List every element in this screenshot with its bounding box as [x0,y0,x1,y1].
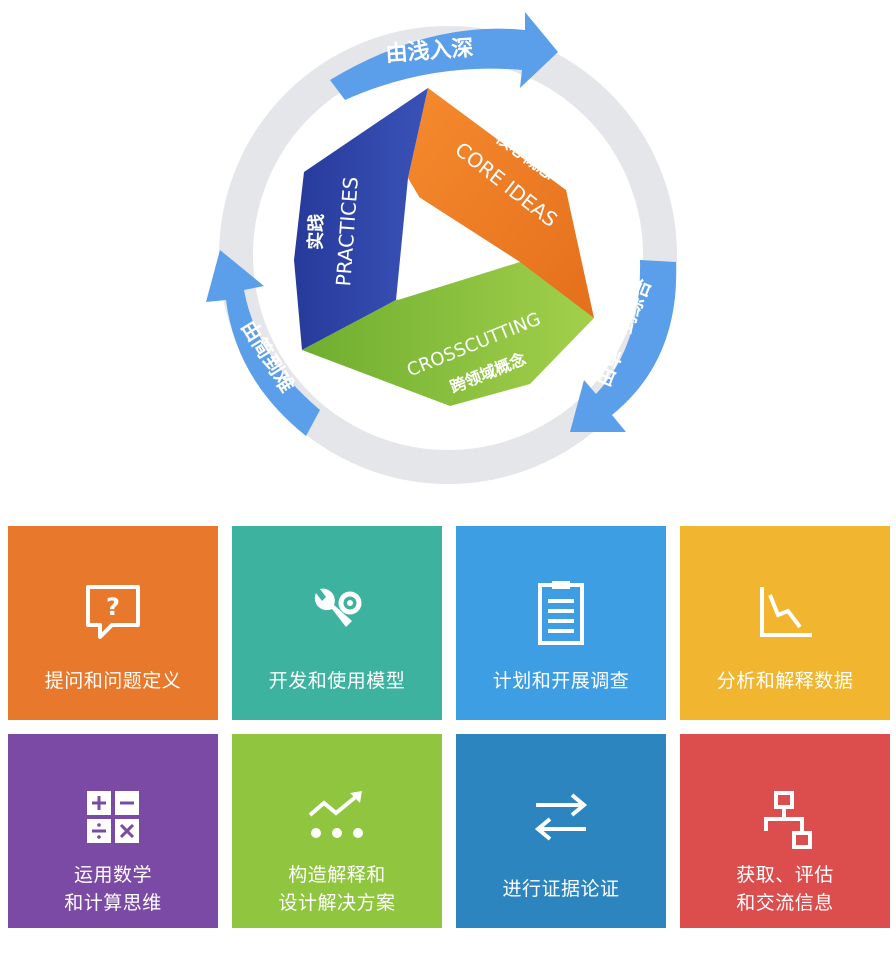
tile-label: 构造解释和 [288,864,386,886]
tile-communicating: 获取、评估 和交流信息 [680,734,890,928]
tile-explanations: 构造解释和 设计解决方案 [232,734,442,928]
core-ideas-band [408,88,594,318]
top-arrow-label: 由浅入深 [385,36,475,67]
tile-label: 和交流信息 [736,892,834,914]
tile-label: 设计解决方案 [278,892,396,914]
practices-grid: ? 提问和问题定义 开发和使用模型 计划和开展调查 [8,526,894,930]
tile-mathematics: 运用数学 和计算思维 [8,734,218,928]
clipboard-list-icon [456,581,666,651]
tile-label: 和计算思维 [64,892,162,914]
crosscutting-band [302,262,594,406]
practices-cn: 实践 [304,213,327,250]
question-bubble-icon: ? [8,581,218,651]
exchange-arrows-icon [456,789,666,859]
trend-dots-icon [232,789,442,859]
tile-planning-investigations: 计划和开展调查 [456,526,666,720]
tile-asking-questions: ? 提问和问题定义 [8,526,218,720]
practices-band [294,88,428,350]
tile-label: 提问和问题定义 [44,670,182,692]
tile-label: 运用数学 [73,864,152,886]
tile-label: 分析和解释数据 [716,670,854,692]
flowchart-icon [680,789,890,859]
calculator-icon [8,789,218,859]
tile-label: 获取、评估 [736,864,834,886]
tile-label: 进行证据论证 [502,878,620,900]
tile-developing-models: 开发和使用模型 [232,526,442,720]
line-chart-icon [680,581,890,651]
tile-analyzing-data: 分析和解释数据 [680,526,890,720]
cycle-diagram: 由浅入深 由单一到综合 由简到难 实践 PRACTICES 核心概念 CORE … [206,12,677,484]
top-arrow: 由浅入深 [330,12,558,100]
wrench-gear-icon [232,581,442,651]
tile-label: 开发和使用模型 [268,670,406,692]
svg-text:?: ? [106,593,120,621]
tile-label: 计划和开展调查 [492,670,630,692]
tile-argument-evidence: 进行证据论证 [456,734,666,928]
